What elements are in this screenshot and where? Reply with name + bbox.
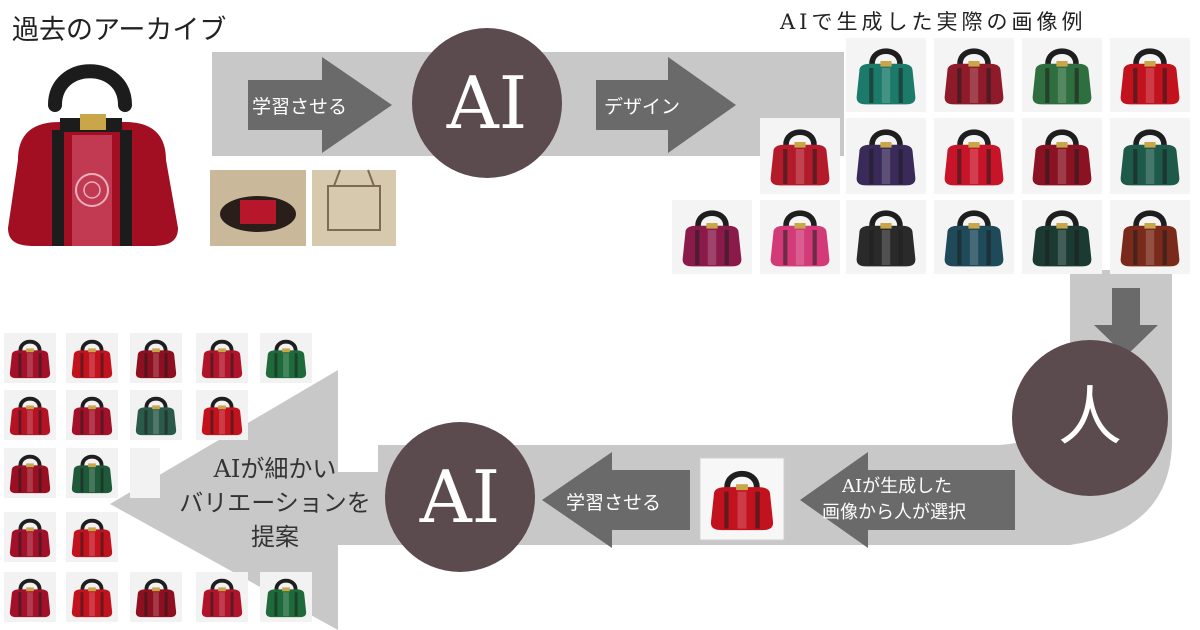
- suggest-label-line1: AIが細かい: [213, 455, 337, 483]
- ai-bottom-label: AI: [419, 455, 501, 539]
- dark-arrows: [248, 57, 1158, 548]
- selected-bag-image: [699, 457, 785, 541]
- learn-top-label: 学習させる: [252, 96, 348, 118]
- suggest-label-line3: 提案: [251, 523, 299, 551]
- select-arrow: [800, 452, 1015, 548]
- ai-top-circle: [412, 28, 562, 178]
- generated-examples-title: AIで生成した実際の画像例: [780, 10, 1087, 34]
- select-label-line2: 画像から人が選択: [822, 502, 966, 523]
- select-label-line1: AIが生成した: [842, 476, 953, 497]
- human-label: 人: [1058, 381, 1122, 455]
- design-label: デザイン: [604, 96, 681, 118]
- design-arrow: [596, 57, 736, 153]
- suggest-label-line2: バリエーションを: [179, 489, 371, 517]
- variation-grid: [4, 333, 312, 622]
- down-arrow: [1094, 288, 1158, 356]
- ai-bottom-circle: [385, 422, 535, 572]
- learn-bottom-arrow: [542, 452, 690, 548]
- learn-bottom-label: 学習させる: [566, 492, 662, 514]
- ai-top-label: AI: [446, 61, 528, 145]
- archive-bag-image: [8, 64, 178, 246]
- learn-top-arrow: [248, 57, 392, 153]
- generated-examples-grid: [672, 38, 1190, 274]
- archive-photos: [210, 169, 396, 246]
- big-suggest-arrow: [110, 370, 378, 630]
- human-circle: [1012, 340, 1168, 496]
- archive-title: 過去のアーカイブ: [12, 15, 227, 46]
